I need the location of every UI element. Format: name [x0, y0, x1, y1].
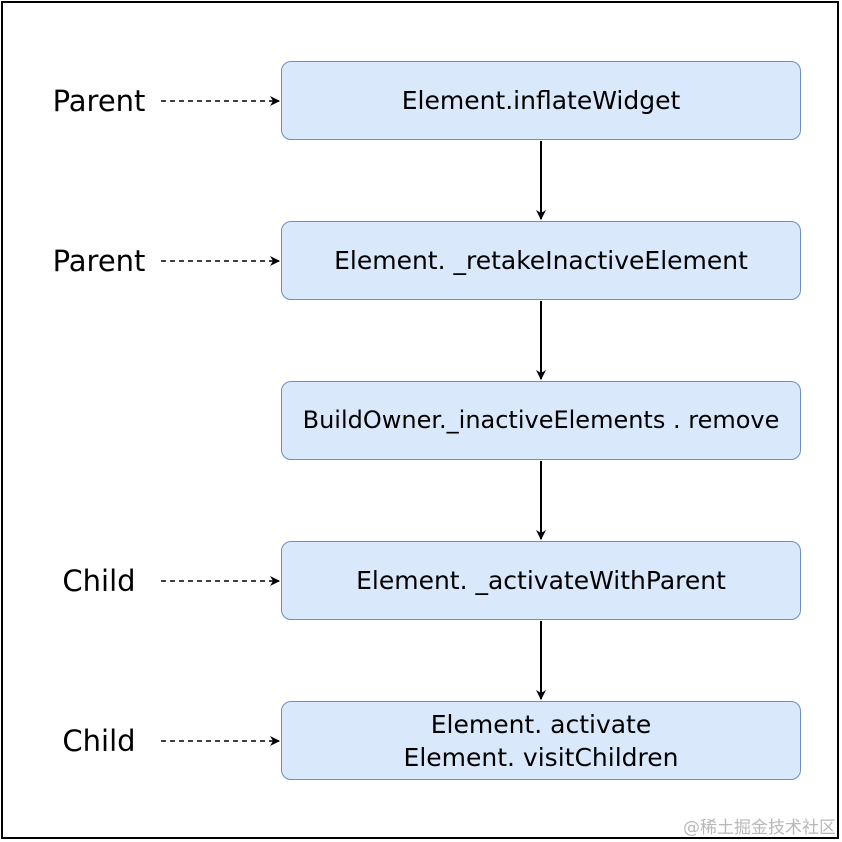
node-label-line-2: Element. visitChildren — [403, 742, 679, 772]
node-inflate-widget: Element.inflateWidget — [281, 61, 801, 140]
node-label: Element. _activateWithParent — [356, 566, 726, 595]
node-label-line-1: Element. activate — [430, 709, 652, 739]
node-inactive-elements-remove: BuildOwner._inactiveElements . remove — [281, 381, 801, 460]
node-activate-visit-children: Element. activate Element. visitChildren — [281, 701, 801, 780]
node-label: Element. _retakeInactiveElement — [334, 246, 748, 275]
node-retake-inactive-element: Element. _retakeInactiveElement — [281, 221, 801, 300]
role-label-parent-2: Parent — [52, 244, 146, 278]
node-label: BuildOwner._inactiveElements . remove — [302, 406, 780, 434]
node-activate-with-parent: Element. _activateWithParent — [281, 541, 801, 620]
watermark: @稀土掘金技术社区 — [683, 818, 836, 838]
role-label-child-2: Child — [62, 724, 136, 758]
role-label-parent-1: Parent — [52, 84, 146, 118]
role-label-child-1: Child — [62, 564, 136, 598]
node-label: Element.inflateWidget — [401, 86, 681, 115]
